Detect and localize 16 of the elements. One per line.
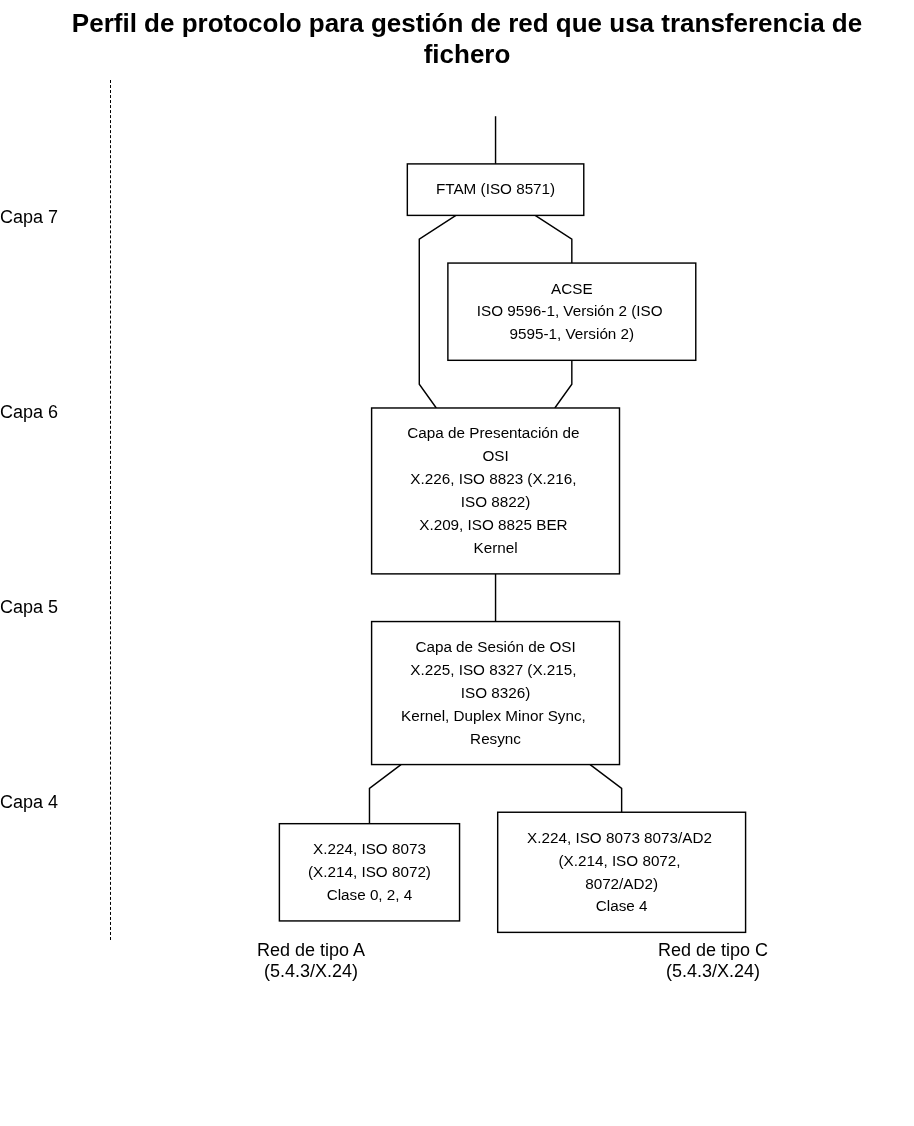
connector (494, 573, 497, 623)
node-box: FTAM (ISO 8571) (406, 163, 585, 217)
network-label: Red de tipo A (5.4.3/X.24) (255, 940, 367, 982)
node-box: ACSE ISO 9596-1, Versión 2 (ISO 9595-1, Versión 2) (447, 262, 697, 362)
connector (534, 214, 573, 264)
diagram-title: Perfil de protocolo para gestión de red que usa transferencia de fichero (70, 8, 864, 70)
node-box: Capa de Sesión de OSI X.225, ISO 8327 (X.215, ISO 8326) Kernel, Duplex Minor Sync, Resync (370, 620, 621, 766)
connector (494, 115, 497, 165)
connector (368, 763, 402, 825)
network-label: Red de tipo C (5.4.3/X.24) (656, 940, 770, 982)
connector (554, 359, 573, 409)
connector (418, 214, 457, 409)
node-box: Capa de Presentación de OSI X.226, ISO 8823 (X.216, ISO 8822) X.209, ISO 8825 BER Kernel (370, 407, 621, 575)
connector (589, 763, 623, 813)
node-box: X.224, ISO 8073 (X.214, ISO 8072) Clase 0, 2, 4 (278, 822, 461, 922)
node-box: X.224, ISO 8073 8073/AD2 (X.214, ISO 8072, 8072/AD2) Clase 4 (497, 811, 747, 934)
